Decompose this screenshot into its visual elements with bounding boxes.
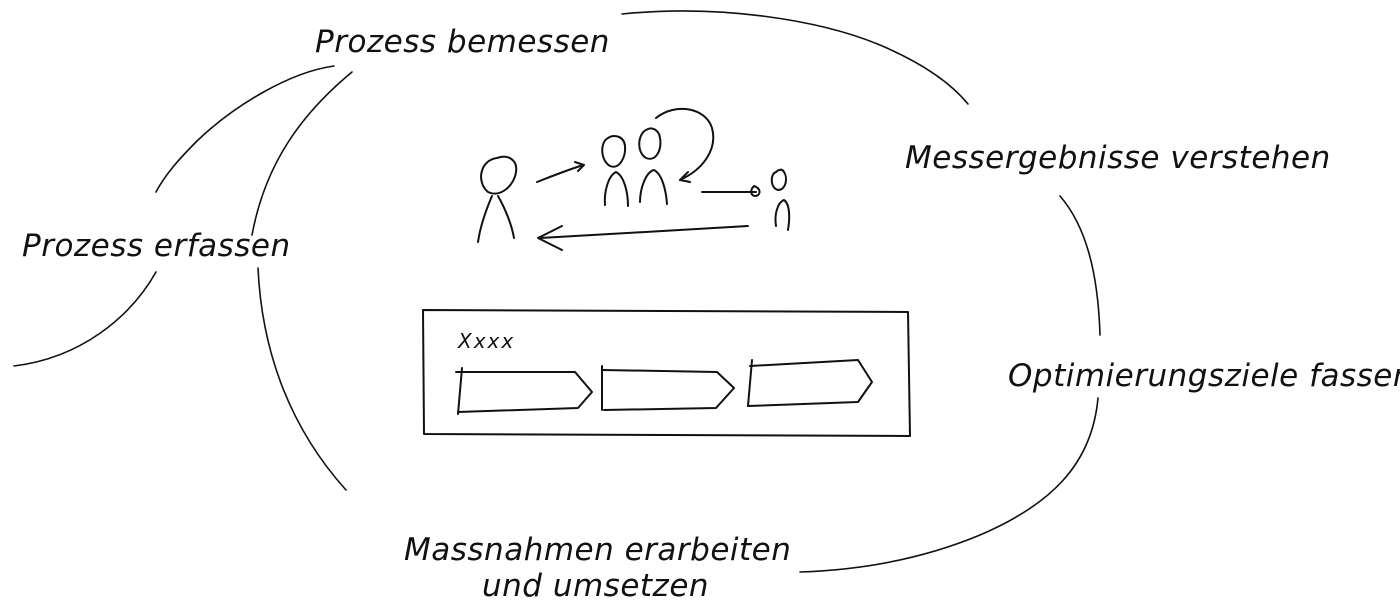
arc-left-inner-lower bbox=[257, 267, 347, 491]
stage-label-prozess-bemessen: Prozess bemessen bbox=[315, 24, 610, 60]
feedback-loop-arrow bbox=[655, 108, 715, 181]
manager-icon bbox=[770, 168, 791, 231]
arc-left-inner bbox=[251, 71, 353, 236]
arc-right-lower bbox=[799, 397, 1099, 573]
stage-labels: Prozess bemessen Messergebnisse verstehe… bbox=[22, 24, 1400, 601]
people-sketch bbox=[477, 108, 791, 251]
stage-label-prozess-erfassen: Prozess erfassen bbox=[22, 228, 291, 264]
cycle-arcs bbox=[13, 10, 1101, 573]
arc-right-upper bbox=[1059, 195, 1101, 336]
stage-label-und-umsetzen: und umsetzen bbox=[482, 568, 709, 601]
process-board-label: Xxxx bbox=[457, 329, 515, 353]
stage-label-optimierungsziele-fassen: Optimierungsziele fassen bbox=[1008, 358, 1400, 394]
process-step bbox=[747, 359, 873, 407]
process-board: Xxxx bbox=[422, 309, 911, 437]
process-step bbox=[455, 367, 593, 415]
arc-left-outer-upper bbox=[155, 65, 335, 193]
stage-label-massnahmen-erarbeiten: Massnahmen erarbeiten bbox=[404, 532, 791, 568]
stage-label-messergebnisse-verstehen: Messergebnisse verstehen bbox=[905, 140, 1331, 176]
group-icon bbox=[601, 127, 668, 207]
person-icon bbox=[477, 155, 518, 243]
arrow-back-to-person bbox=[539, 225, 749, 239]
process-step bbox=[601, 365, 735, 411]
arc-left-outer-lower bbox=[13, 271, 157, 367]
arc-top-right bbox=[621, 10, 969, 105]
arrow-to-group bbox=[536, 164, 584, 183]
